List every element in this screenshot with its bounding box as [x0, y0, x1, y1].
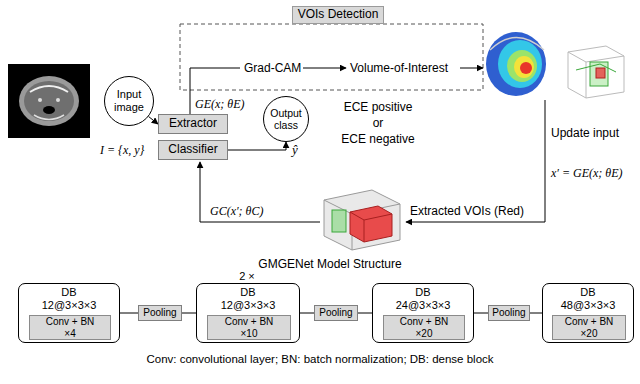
update-formula: x′ = GE(x; θE)	[551, 166, 623, 180]
conv-bn-box: Conv + BN×20	[383, 315, 465, 340]
voi-caption: Extracted VOIs (Red)	[410, 204, 524, 218]
input-circle: Input image	[104, 76, 154, 126]
extractor-function: GE(x; θE)	[195, 97, 245, 111]
connector-line	[474, 313, 488, 314]
repeat-count: 2 ×	[239, 269, 255, 283]
volume-3d-extracted	[324, 190, 400, 250]
box-label: 12@3×3×3	[221, 299, 276, 312]
class-option: or	[373, 116, 384, 130]
conv-bn-box: Conv + BN×20	[552, 315, 626, 340]
dense-block: DB12@3×3×3Conv + BN×10	[196, 283, 300, 343]
conv-bn-box: Conv + BN×4	[29, 315, 111, 340]
classifier-box: Classifier	[158, 140, 228, 160]
box-label: Pooling	[319, 307, 352, 319]
box-label: 48@3×3×3	[561, 299, 616, 312]
box-label: 12@3×3×3	[42, 299, 97, 312]
box-label: Classifier	[168, 143, 217, 157]
box-label: Conv + BN	[225, 316, 274, 328]
connector-line	[120, 313, 138, 314]
volume-3d-small	[568, 46, 624, 98]
heatmap-image	[486, 32, 546, 96]
connector-arrow	[228, 142, 286, 150]
box-label: ×4	[64, 328, 75, 340]
connector-line	[530, 313, 542, 314]
section-tag: VOIs Detection	[292, 6, 384, 24]
voi-arrow	[460, 68, 483, 69]
conv-bn-box: Conv + BN×10	[207, 315, 291, 340]
connector-arrow	[149, 117, 158, 124]
output-circle: Output class	[263, 96, 309, 142]
circle-label: Output class	[267, 107, 305, 131]
box-label: Conv + BN	[400, 316, 449, 328]
pooling-box: Pooling	[314, 305, 358, 321]
box-label: Pooling	[143, 307, 176, 319]
dense-block: DB12@3×3×3Conv + BN×4	[18, 283, 120, 343]
ct-image	[8, 64, 90, 138]
connector-line	[300, 313, 314, 314]
classifier-function: GC(x′; θC)	[210, 204, 264, 218]
box-label: DB	[580, 286, 595, 299]
dense-block: DB48@3×3×3Conv + BN×20	[542, 283, 634, 343]
extractor-box: Extractor	[158, 114, 228, 134]
box-label: ×20	[416, 328, 433, 340]
dense-block: DB24@3×3×3Conv + BN×20	[372, 283, 474, 343]
box-label: ×20	[581, 328, 598, 340]
box-label: DB	[240, 286, 255, 299]
prediction-symbol: ŷ	[292, 143, 298, 157]
box-label: ×10	[241, 328, 258, 340]
box-label: 24@3×3×3	[396, 299, 451, 312]
box-label: DB	[61, 286, 76, 299]
pooling-box: Pooling	[138, 305, 182, 321]
gradcam-arrow	[303, 68, 346, 69]
dashed-region	[180, 24, 483, 90]
connector-line	[182, 313, 196, 314]
connector-line	[358, 313, 372, 314]
box-label: Conv + BN	[46, 316, 95, 328]
box-label: VOIs Detection	[298, 8, 379, 22]
circle-label: Input image	[108, 88, 150, 113]
update-input-arrow	[406, 100, 545, 222]
pooling-box: Pooling	[488, 305, 530, 321]
input-formula: I = {x, y}	[100, 143, 144, 157]
box-label: Conv + BN	[565, 316, 614, 328]
box-label: Extractor	[169, 117, 217, 131]
class-option: ECE negative	[341, 132, 414, 146]
abbreviation-note: Conv: convolutional layer; BN: batch nor…	[146, 352, 493, 366]
step-name: Update input	[551, 126, 619, 140]
box-label: Pooling	[492, 307, 525, 319]
model-title: GMGENet Model Structure	[258, 257, 401, 271]
output-name: Volume-of-Interest	[350, 61, 448, 75]
box-label: DB	[415, 286, 430, 299]
classifier-input-arrow	[200, 162, 320, 222]
method-name: Grad-CAM	[244, 61, 301, 75]
class-option: ECE positive	[344, 100, 413, 114]
